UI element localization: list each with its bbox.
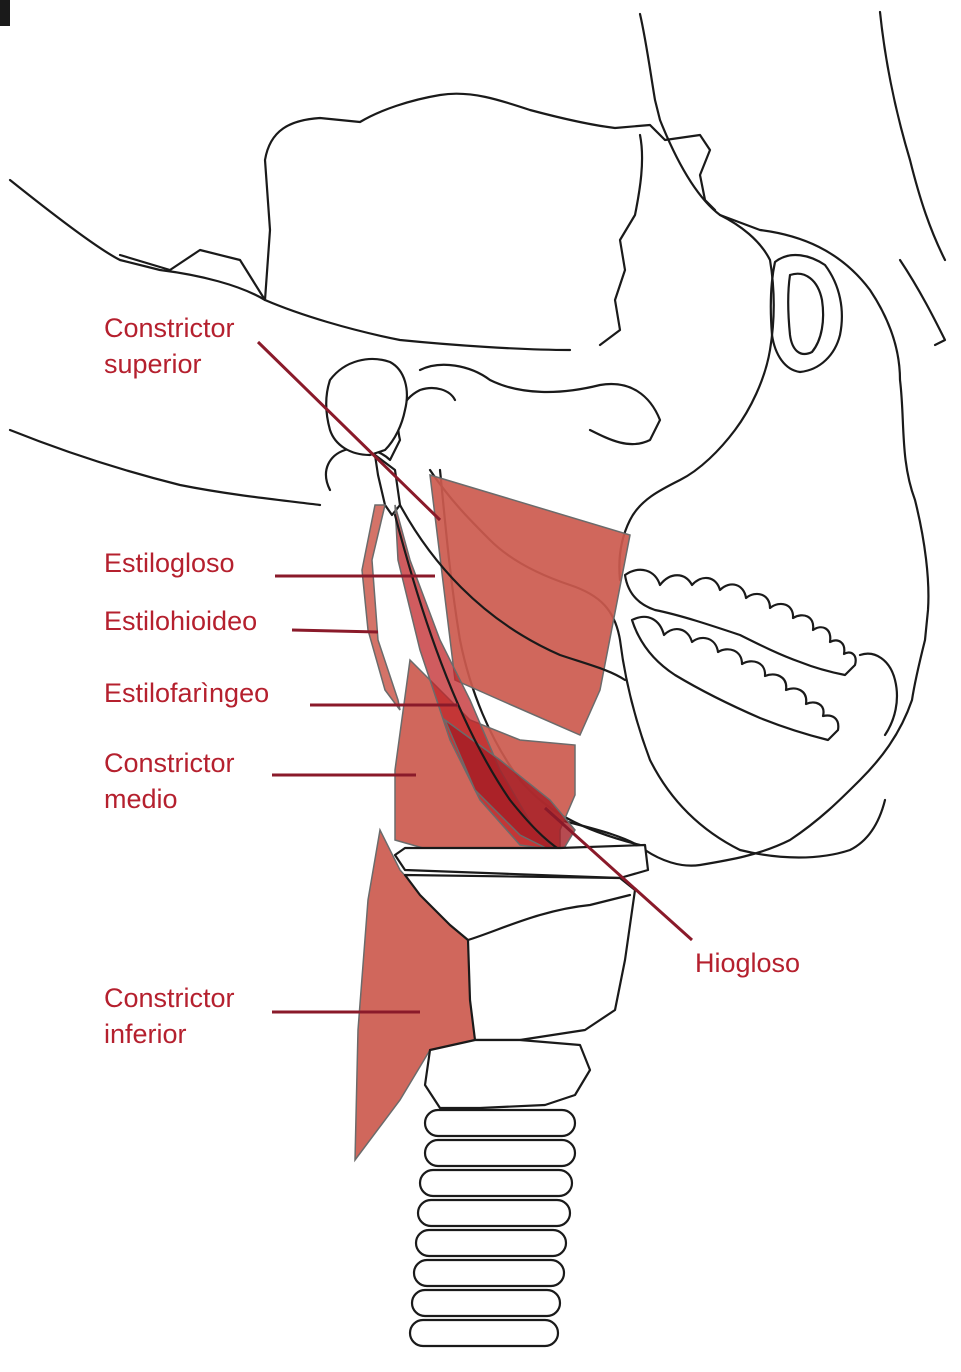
styloid-process <box>326 359 407 515</box>
label-line: Hiogloso <box>695 945 800 981</box>
label-line: Constrictor <box>104 980 235 1016</box>
label-constrictor-superior: Constrictor superior <box>104 310 235 382</box>
maxilla-contour <box>619 215 773 580</box>
label-estilohioideo: Estilohioideo <box>104 603 257 639</box>
tracheal-ring <box>425 1140 575 1166</box>
label-line: Estilohioideo <box>104 603 257 639</box>
label-constrictor-inferior: Constrictor inferior <box>104 980 235 1052</box>
styloid-head <box>326 359 407 455</box>
hyoid-bone <box>395 845 648 878</box>
tracheal-ring <box>418 1200 570 1226</box>
cricoid-cartilage <box>425 1040 590 1108</box>
tracheal-ring <box>410 1320 558 1346</box>
skull-back-contour <box>10 180 570 350</box>
teeth <box>625 570 897 740</box>
corner-mark <box>0 0 10 26</box>
label-line: Constrictor <box>104 310 235 346</box>
tracheal-ring <box>414 1260 564 1286</box>
orbit-inner <box>788 274 823 354</box>
label-estilofaringeo: Estilofarìngeo <box>104 675 269 711</box>
skull-top-right <box>880 12 945 260</box>
label-hiogloso: Hiogloso <box>695 945 800 981</box>
trachea <box>410 1110 575 1346</box>
label-line: medio <box>104 781 235 817</box>
tracheal-ring <box>412 1290 560 1316</box>
anterior-teeth <box>860 654 897 735</box>
label-line: inferior <box>104 1016 235 1052</box>
skull-base-line <box>10 430 320 505</box>
label-line: Constrictor <box>104 745 235 781</box>
label-line: Estilofarìngeo <box>104 675 269 711</box>
estilohioideo-muscle <box>362 505 400 710</box>
tracheal-ring <box>425 1110 575 1136</box>
zygomatic-arch <box>420 365 660 444</box>
label-line: Estilogloso <box>104 545 235 581</box>
label-line: superior <box>104 346 235 382</box>
leader-estilohioideo <box>292 630 378 632</box>
skull-outer-contour <box>640 14 928 866</box>
nasal-edge <box>900 260 945 345</box>
tracheal-ring <box>416 1230 566 1256</box>
label-estilogloso: Estilogloso <box>104 545 235 581</box>
label-constrictor-medio: Constrictor medio <box>104 745 235 817</box>
tracheal-ring <box>420 1170 572 1196</box>
cranial-suture <box>600 135 642 345</box>
